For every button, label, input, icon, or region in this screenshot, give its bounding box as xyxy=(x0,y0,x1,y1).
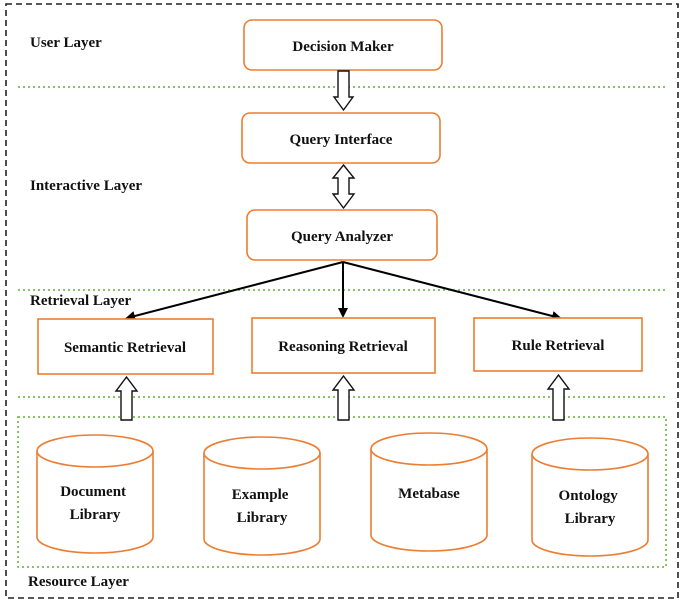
metabase-label: Metabase xyxy=(398,486,460,502)
decision-maker-label: Decision Maker xyxy=(292,39,394,55)
metabase-cylinder: Metabase xyxy=(370,432,488,552)
edge-analyzer-rule xyxy=(342,261,562,321)
retrieval-layer-label: Retrieval Layer xyxy=(30,293,132,309)
hollow-arrow-up-reasoning xyxy=(331,374,356,421)
hollow-double-arrow xyxy=(331,163,356,210)
resource-layer-region xyxy=(17,416,667,568)
query-analyzer-label: Query Analyzer xyxy=(291,229,393,245)
document-library-label: Document Library xyxy=(60,484,130,523)
decision-maker-node: Decision Maker xyxy=(243,19,443,71)
resource-layer-label: Resource Layer xyxy=(28,574,129,590)
query-analyzer-node: Query Analyzer xyxy=(246,209,438,261)
rule-retrieval-label: Rule Retrieval xyxy=(512,338,605,354)
outer-frame xyxy=(5,3,679,599)
rule-retrieval-node: Rule Retrieval xyxy=(473,317,643,372)
reasoning-retrieval-label: Reasoning Retrieval xyxy=(278,339,408,355)
user-layer-label: User Layer xyxy=(30,35,102,51)
example-library-cylinder: Example Library xyxy=(203,436,321,556)
semantic-retrieval-node: Semantic Retrieval xyxy=(37,318,214,375)
document-library-cylinder: Document Library xyxy=(36,434,154,554)
hollow-arrow-up-semantic xyxy=(114,375,139,421)
interactive-layer-label: Interactive Layer xyxy=(30,178,142,194)
hollow-arrow-down xyxy=(332,70,355,112)
reasoning-retrieval-node: Reasoning Retrieval xyxy=(251,317,436,374)
ontology-library-cylinder: Ontology Library xyxy=(531,437,649,557)
query-interface-node: Query Interface xyxy=(241,112,441,164)
example-library-label: Example Library xyxy=(232,487,292,526)
edge-analyzer-semantic xyxy=(125,261,344,321)
semantic-retrieval-label: Semantic Retrieval xyxy=(64,340,186,356)
hollow-arrow-up-rule xyxy=(546,373,571,421)
ontology-library-label: Ontology Library xyxy=(559,488,622,527)
query-interface-label: Query Interface xyxy=(290,132,393,148)
